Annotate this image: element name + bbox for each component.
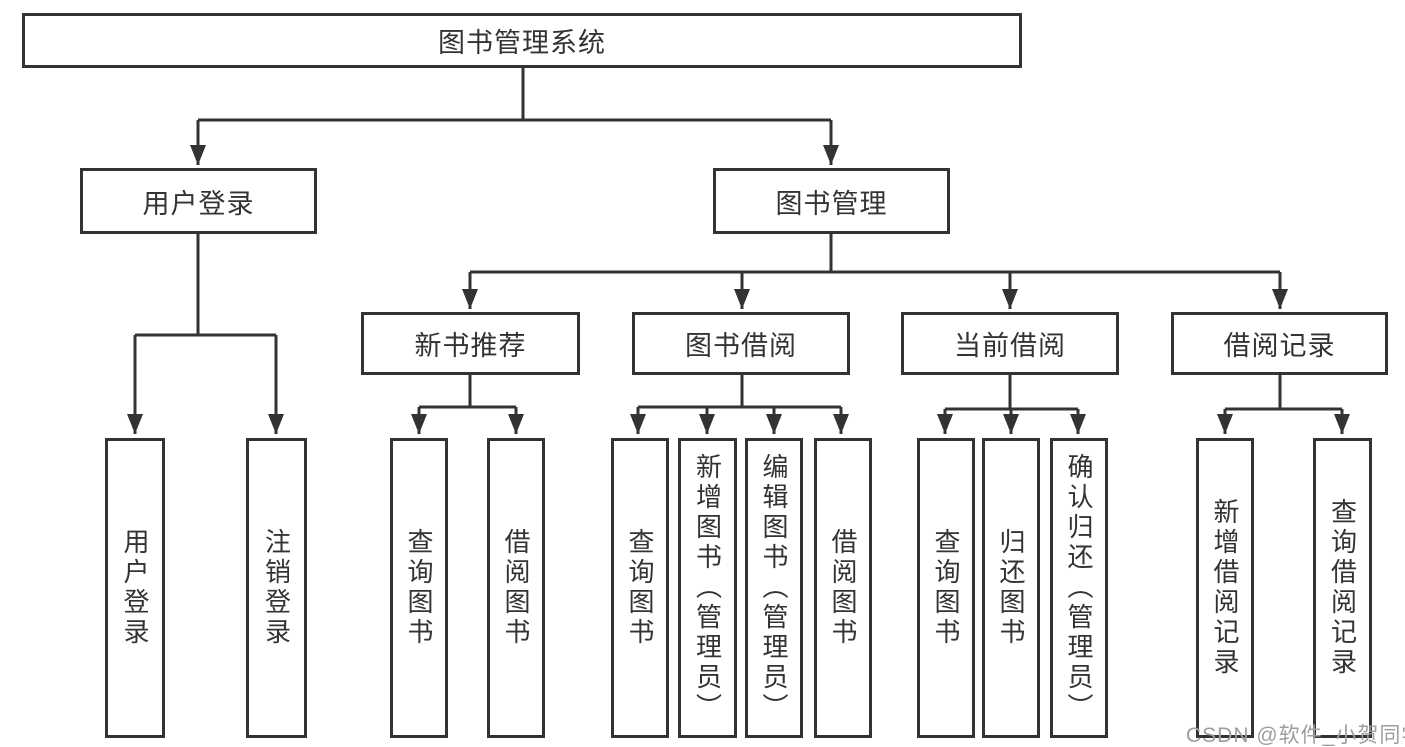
node-borrowing-records: 借阅记录 bbox=[1171, 312, 1388, 375]
node-user-login-branch: 用户登录 bbox=[80, 168, 317, 234]
node-new-book-recommendation: 新书推荐 bbox=[361, 312, 580, 375]
node-query-books-recommend: 查询图书 bbox=[390, 438, 448, 738]
node-add-books-admin: 新增图书（管理员） bbox=[678, 438, 737, 738]
node-book-borrowing: 图书借阅 bbox=[632, 312, 850, 375]
node-book-management-branch: 图书管理 bbox=[713, 168, 950, 234]
node-query-books-borrowing: 查询图书 bbox=[611, 438, 669, 738]
node-query-books-current: 查询图书 bbox=[917, 438, 975, 738]
node-query-borrow-record: 查询借阅记录 bbox=[1313, 438, 1372, 738]
node-add-borrow-record: 新增借阅记录 bbox=[1196, 438, 1254, 738]
node-borrow-books-recommend: 借阅图书 bbox=[487, 438, 545, 738]
node-current-borrowing: 当前借阅 bbox=[901, 312, 1119, 375]
node-logout-leaf: 注销登录 bbox=[246, 438, 307, 738]
node-borrow-books-leaf: 借阅图书 bbox=[814, 438, 872, 738]
node-user-login-leaf: 用户登录 bbox=[105, 438, 165, 738]
watermark: CSDN @软件_小贺同学 bbox=[1186, 724, 1405, 747]
node-confirm-return-admin: 确认归还（管理员） bbox=[1050, 438, 1108, 738]
node-edit-books-admin: 编辑图书（管理员） bbox=[745, 438, 803, 738]
node-root: 图书管理系统 bbox=[22, 13, 1022, 68]
node-return-books: 归还图书 bbox=[982, 438, 1040, 738]
